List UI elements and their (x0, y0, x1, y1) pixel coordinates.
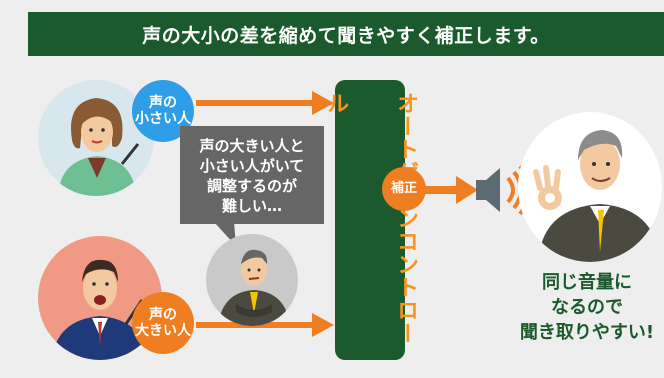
result-line-2: なるので (551, 297, 623, 318)
confused-man-icon (206, 234, 298, 326)
arrow-icon-output (418, 176, 478, 204)
result-text: 同じ音量に なるので 聞き取りやすい! (512, 270, 662, 345)
big-voice-badge: 声の 大きい人 (132, 292, 194, 354)
title-text: 声の大小の差を縮めて聞きやすく補正します。 (142, 24, 550, 47)
result-line-3: 聞き取りやすい! (519, 322, 655, 343)
correct-badge: 補正 (382, 167, 426, 211)
small-voice-label-2: 小さい人 (135, 111, 191, 127)
result-line-1: 同じ音量に (542, 272, 632, 293)
agc-label: オートゲインコントロール (323, 92, 418, 345)
woman-speaker-icon (38, 80, 154, 196)
bubble-line-1: 声の大きい人と (199, 137, 305, 155)
ok-hand-man-icon (518, 112, 662, 262)
agc-block (335, 80, 405, 360)
arrow-icon-top (196, 91, 334, 115)
difficulty-bubble: 声の大きい人と 小さい人がいて 調整するのが 難しい… (180, 126, 324, 224)
big-voice-label-1: 声の (149, 306, 177, 323)
correct-label: 補正 (390, 180, 417, 196)
title-bar: 声の大小の差を縮めて聞きやすく補正します。 (28, 12, 664, 56)
big-voice-label-2: 大きい人 (135, 323, 191, 339)
bubble-line-4: 難しい… (221, 197, 282, 215)
bubble-line-2: 小さい人がいて (199, 157, 305, 175)
bubble-line-3: 調整するのが (206, 177, 297, 195)
small-voice-label-1: 声の (149, 94, 177, 111)
